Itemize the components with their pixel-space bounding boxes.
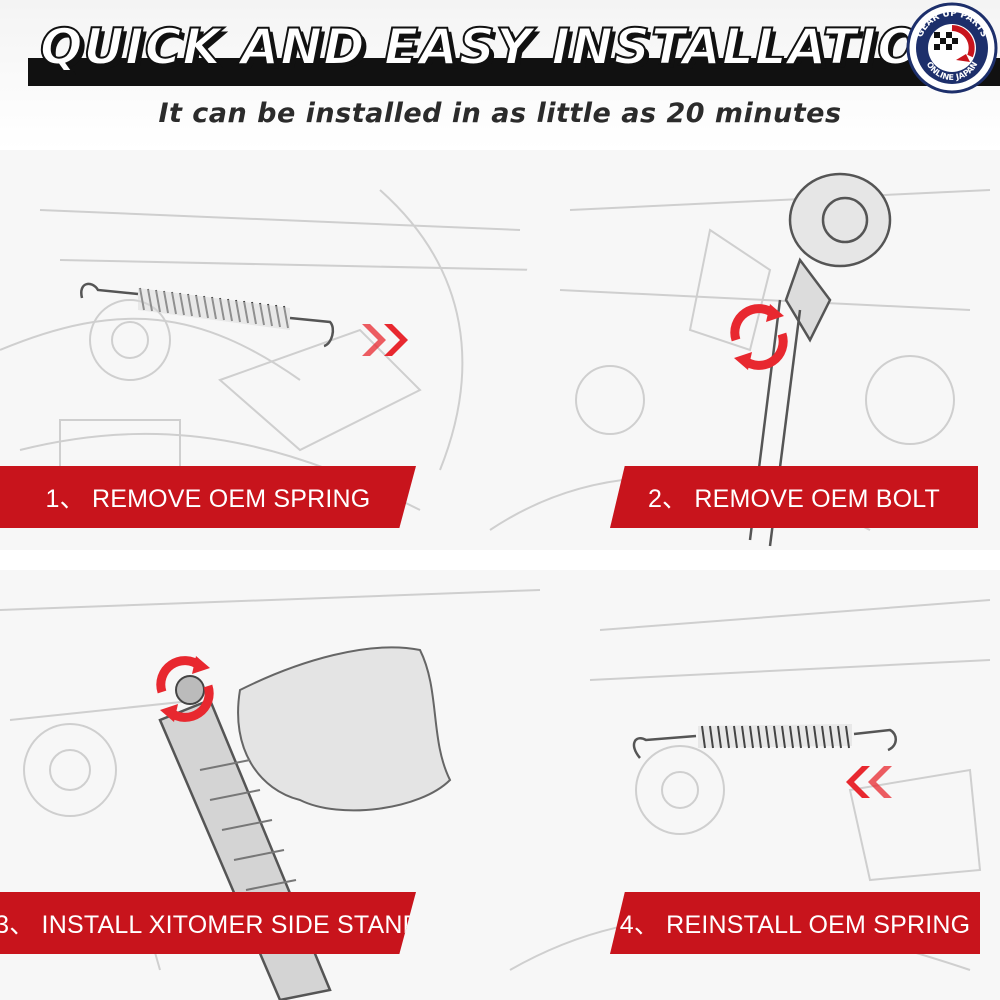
step-3-panel: 3、 INSTALL XITOMER SIDE STAND — [0, 570, 560, 1000]
title-underline-bar — [28, 58, 1000, 86]
rotate-arrows-icon — [156, 656, 214, 722]
page-subtitle: It can be installed in as little as 20 m… — [158, 98, 842, 129]
step-1-label: 1、 REMOVE OEM SPRING — [0, 466, 416, 528]
step-1-panel: 1、 REMOVE OEM SPRING — [0, 150, 560, 550]
step-2-label: 2、 REMOVE OEM BOLT — [610, 466, 978, 528]
step-3-label: 3、 INSTALL XITOMER SIDE STAND — [0, 892, 416, 954]
gear-up-parts-logo: GEAR UP PARTS ONLINE JAPAN — [906, 2, 998, 94]
double-arrow-left-icon — [846, 766, 892, 798]
step-4-label: 4、 REINSTALL OEM SPRING — [610, 892, 980, 954]
step-2-sketch — [489, 172, 991, 547]
double-arrow-right-icon — [362, 324, 408, 356]
page-title: QUICK AND EASY INSTALLATIO — [40, 17, 920, 77]
step-1-sketch — [0, 189, 541, 511]
step-4-sketch — [509, 599, 991, 971]
step-2-panel: 2、 REMOVE OEM BOLT — [450, 150, 1000, 550]
step-4-panel: 4、 REINSTALL OEM SPRING — [450, 570, 1000, 1000]
rotate-arrows-icon — [730, 304, 788, 370]
